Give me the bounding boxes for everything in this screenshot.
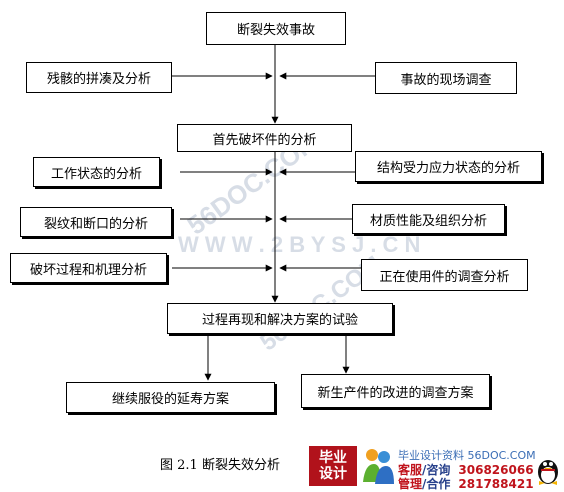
node-reproduce-test: 过程再现和解决方案的试验 <box>167 303 393 334</box>
node-first-broken-part: 首先破坏件的分析 <box>177 124 352 152</box>
contact-label: 客服 <box>398 463 423 477</box>
graduation-design-logo: 毕业 设计 <box>309 446 357 486</box>
logo-text: 毕业 <box>319 450 347 466</box>
contact-number[interactable]: 281788421 <box>458 477 534 491</box>
figure-caption: 图 2.1 断裂失效分析 <box>160 458 280 473</box>
contact-service: 客服/咨询 306826066 <box>398 461 534 478</box>
contact-label: /合作 <box>422 477 451 491</box>
node-fracture-accident: 断裂失效事故 <box>206 12 346 45</box>
node-work-state: 工作状态的分析 <box>33 157 160 187</box>
node-wreckage-analysis: 残骸的拼凑及分析 <box>26 62 172 93</box>
people-icon <box>363 449 394 484</box>
site-name[interactable]: 毕业设计资料 56DOC.COM <box>398 449 536 462</box>
node-life-extension: 继续服役的延寿方案 <box>66 382 275 413</box>
node-material: 材质性能及组织分析 <box>352 204 505 234</box>
node-new-product: 新生产件的改进的调查方案 <box>301 374 490 408</box>
penguin-icon <box>538 460 558 485</box>
contact-number[interactable]: 306826066 <box>458 463 534 477</box>
contact-label: 管理 <box>398 477 423 491</box>
node-in-use-parts: 正在使用件的调查分析 <box>361 259 528 291</box>
contact-label: /咨询 <box>422 463 451 477</box>
node-site-survey: 事故的现场调查 <box>375 62 517 94</box>
node-stress-state: 结构受力应力状态的分析 <box>355 151 542 182</box>
node-failure-mechanism: 破坏过程和机理分析 <box>10 253 167 283</box>
contact-management: 管理/合作 281788421 <box>398 475 534 492</box>
logo-text: 设计 <box>319 466 347 482</box>
node-crack-fracture: 裂纹和断口的分析 <box>20 207 172 237</box>
